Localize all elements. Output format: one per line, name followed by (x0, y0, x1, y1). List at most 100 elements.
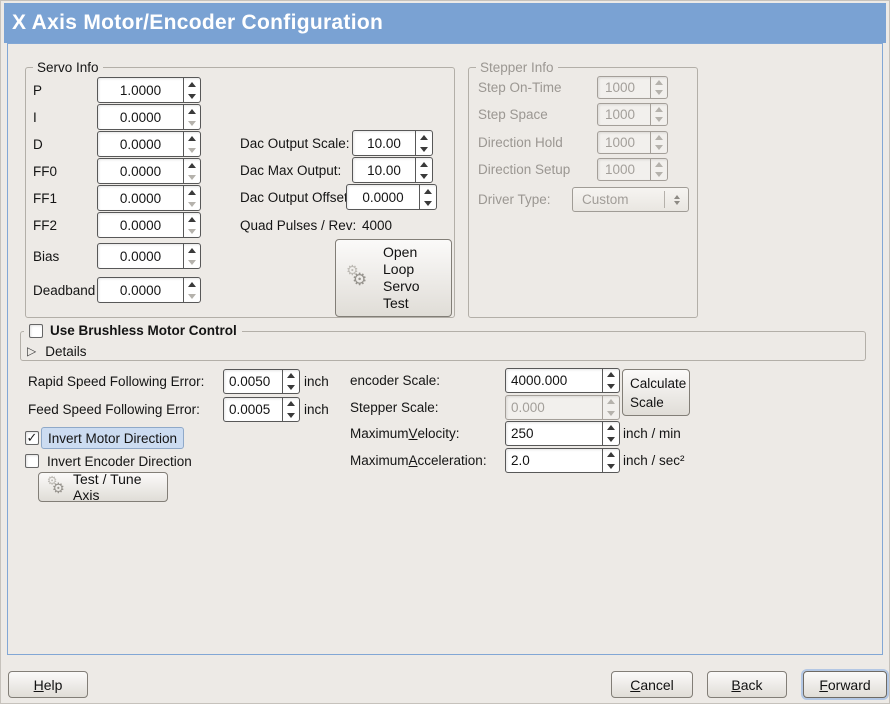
maximum-acceleration-input[interactable] (506, 449, 602, 472)
rapid-following-error-input[interactable] (224, 370, 282, 393)
use-brushless-checkbox[interactable] (29, 323, 43, 338)
spin-up-icon (188, 247, 196, 253)
spin-up-button[interactable] (184, 186, 200, 198)
encoder-scale-input[interactable] (506, 369, 602, 392)
spinner (282, 370, 299, 393)
spin-up-button[interactable] (184, 132, 200, 144)
spin-down-button[interactable] (184, 225, 200, 237)
spin-down-button[interactable] (416, 143, 432, 155)
test-tune-axis-button[interactable]: ⚙⚙ Test / Tune Axis (38, 471, 168, 503)
deadband-spinbox (97, 277, 201, 303)
spin-up-button (651, 104, 667, 115)
driver-type-value: Custom (582, 192, 629, 207)
invert-motor-checkbox[interactable]: ✓ (25, 431, 39, 445)
brushless-frame-label-row: Use Brushless Motor Control (24, 322, 242, 339)
use-brushless-label[interactable]: Use Brushless Motor Control (50, 323, 237, 338)
invert-motor-label-text: Invert Motor Direction (48, 430, 178, 446)
test-tune-axis-label: Test / Tune Axis (73, 471, 142, 503)
spin-up-button[interactable] (420, 185, 436, 197)
step-space-spinbox (597, 103, 668, 126)
spin-down-button[interactable] (283, 410, 299, 422)
help-mnemonic: H (33, 676, 44, 693)
spin-up-button[interactable] (283, 370, 299, 382)
open-loop-servo-test-button[interactable]: ⚙⚙ Open Loop Servo Test (335, 239, 452, 317)
spin-up-button[interactable] (603, 422, 619, 434)
quad-pulses-value: 4000 (362, 217, 393, 233)
back-mnemonic: B (731, 676, 741, 693)
spin-down-icon (420, 173, 428, 179)
details-expander[interactable]: ▷ Details (27, 343, 87, 359)
invert-encoder-label[interactable]: Invert Encoder Direction (47, 453, 192, 469)
d-input[interactable] (98, 132, 183, 156)
feed-following-error-unit: inch (304, 402, 329, 417)
servo-info-frame-label: Servo Info (33, 60, 103, 75)
dac-max-output-input[interactable] (353, 158, 415, 182)
maximum-velocity-label-post: elocity: (417, 426, 460, 441)
cancel-button[interactable]: Cancel (611, 671, 693, 698)
p-input[interactable] (98, 78, 183, 102)
ff1-input[interactable] (98, 186, 183, 210)
spin-down-button[interactable] (184, 171, 200, 183)
spinner (650, 159, 667, 180)
ff0-input[interactable] (98, 159, 183, 183)
step-space-input (598, 104, 650, 125)
spin-up-button[interactable] (603, 369, 619, 381)
dac-output-scale-spinbox (352, 130, 433, 156)
spin-down-button[interactable] (184, 198, 200, 210)
spin-down-button[interactable] (603, 434, 619, 446)
feed-following-error-input[interactable] (224, 398, 282, 421)
ff2-input[interactable] (98, 213, 183, 237)
p-spinbox (97, 77, 201, 103)
spin-down-icon (420, 146, 428, 152)
spin-up-button[interactable] (184, 278, 200, 290)
spin-up-button[interactable] (416, 158, 432, 170)
spin-up-button[interactable] (184, 105, 200, 117)
spin-down-button[interactable] (184, 90, 200, 102)
spin-down-button[interactable] (603, 461, 619, 473)
direction-setup-input (598, 159, 650, 180)
back-button[interactable]: Back (707, 671, 787, 698)
dac-output-offset-input[interactable] (347, 185, 419, 209)
chevron-up-icon (673, 194, 680, 199)
spin-down-button (603, 408, 619, 420)
combo-separator (664, 191, 665, 208)
forward-label: Forward (819, 677, 870, 693)
spin-up-button[interactable] (184, 213, 200, 225)
back-label: Back (731, 677, 762, 693)
invert-encoder-checkbox[interactable] (25, 454, 39, 468)
i-input[interactable] (98, 105, 183, 129)
spin-up-icon (607, 372, 615, 378)
spin-down-button[interactable] (420, 197, 436, 209)
spin-down-button[interactable] (184, 117, 200, 129)
spin-down-button[interactable] (184, 290, 200, 302)
spin-down-icon (188, 259, 196, 265)
spin-down-button[interactable] (184, 256, 200, 268)
spin-up-button[interactable] (184, 159, 200, 171)
spin-down-icon (188, 93, 196, 99)
deadband-input[interactable] (98, 278, 183, 302)
spin-down-button[interactable] (184, 144, 200, 156)
spin-up-button[interactable] (603, 449, 619, 461)
dac-output-scale-input[interactable] (353, 131, 415, 155)
maximum-velocity-input[interactable] (506, 422, 602, 445)
spin-down-button[interactable] (603, 381, 619, 393)
spin-up-icon (287, 401, 295, 407)
spin-down-button[interactable] (283, 382, 299, 394)
spinner (183, 278, 200, 302)
spin-up-button[interactable] (184, 78, 200, 90)
spin-up-icon (655, 106, 663, 112)
spin-down-button[interactable] (416, 170, 432, 182)
forward-button[interactable]: Forward (803, 671, 887, 698)
spin-up-icon (420, 134, 428, 140)
spin-up-button[interactable] (283, 398, 299, 410)
ff2-label: FF2 (33, 217, 58, 233)
spin-up-button[interactable] (416, 131, 432, 143)
help-button[interactable]: Help (8, 671, 88, 698)
bias-input[interactable] (98, 244, 183, 268)
invert-motor-label[interactable]: Invert Motor Direction (41, 427, 185, 449)
brushless-frame (20, 331, 866, 361)
spin-up-button[interactable] (184, 244, 200, 256)
